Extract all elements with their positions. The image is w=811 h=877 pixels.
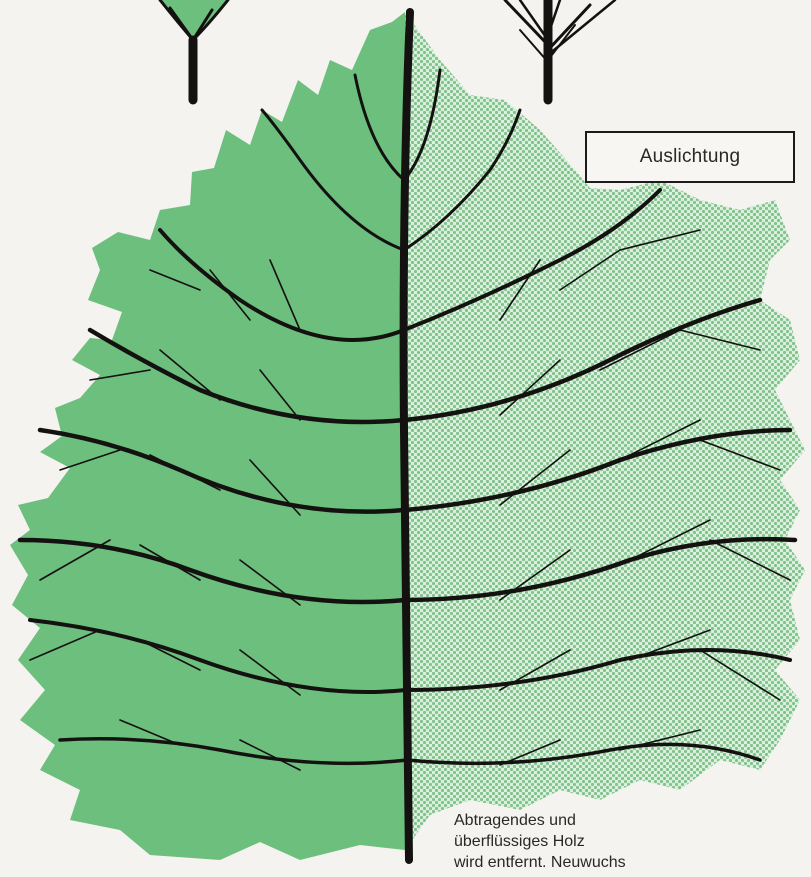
label-text: Auslichtung [640, 146, 740, 168]
small-tree-right-icon [505, 0, 615, 100]
label-box: Auslichtung [585, 131, 795, 183]
caption-text: Abtragendes und überflüssiges Holz wird … [454, 810, 754, 873]
small-tree-left-icon [160, 0, 228, 100]
